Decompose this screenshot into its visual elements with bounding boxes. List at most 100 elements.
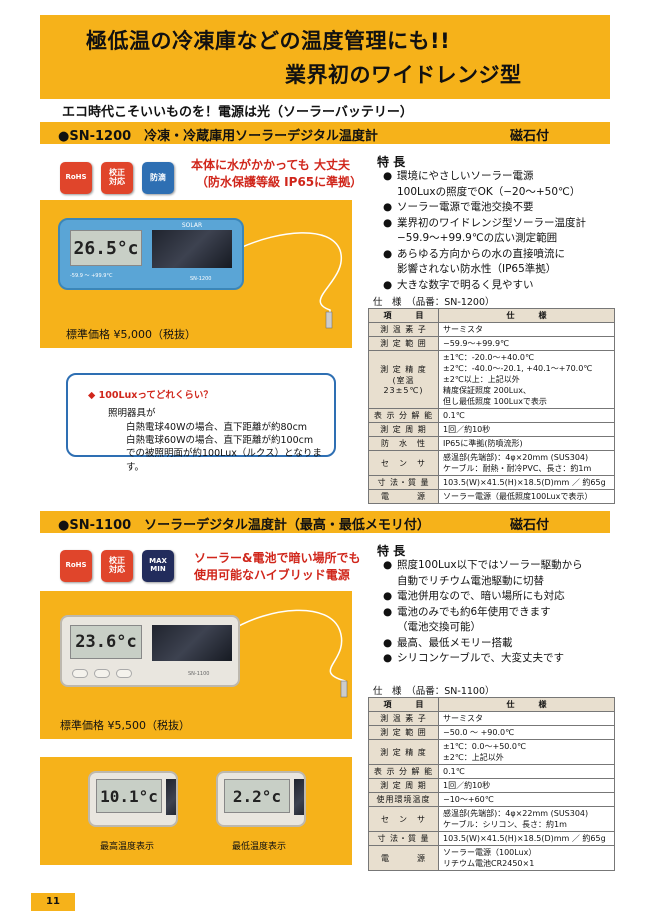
feature-item: ●最高、最低メモリー搭載 <box>383 636 513 649</box>
spec-row: セ ン サ感温部(先端部)：4φ×22mm (SUS304)ケーブル：シリコン、… <box>368 806 615 832</box>
spec-value: ソーラー電源（最低照度100Luxで表示） <box>438 489 615 504</box>
spec-value-line: 0.1℃ <box>443 767 465 776</box>
page-number: 11 <box>31 893 75 911</box>
calibration-badge: 校正 対応 <box>101 162 133 194</box>
hero-banner: 極低温の冷凍庫などの温度管理にも!! 業界初のワイドレンジ型 <box>40 15 610 99</box>
spec-value-line: ±2℃以上：上記以外 <box>443 375 520 384</box>
spec-value-line: IP65に準拠(防噴流形) <box>443 439 523 448</box>
spec-value: ±1℃：0.0〜+50.0℃±2℃：上記以外 <box>438 739 615 765</box>
product2-title-bar: ●SN-1100 ソーラーデジタル温度計（最高・最低メモリ付） 磁石付 <box>40 511 610 533</box>
spec-header-cell: 項 目 <box>368 697 439 712</box>
spec-row: 測 定 範 囲−59.9〜+99.9℃ <box>368 336 615 351</box>
spec-value: −59.9〜+99.9℃ <box>438 336 615 351</box>
spec-label: 測 定 周 期 <box>368 422 439 437</box>
spec-label: 寸 法・質 量 <box>368 831 439 846</box>
max-button <box>72 669 88 678</box>
spec-value: 0.1℃ <box>438 408 615 423</box>
spec-value: IP65に準拠(防噴流形) <box>438 436 615 451</box>
max-display: 10.1°c <box>96 779 162 813</box>
hero-line-2: 業界初のワイドレンジ型 <box>285 63 522 87</box>
spec-label: 測 定 精 度 <box>368 739 439 765</box>
product1-title: ●SN-1200 冷凍・冷蔵庫用ソーラーデジタル温度計 <box>58 129 378 144</box>
spec-value: −50.0 〜 +90.0℃ <box>438 725 615 740</box>
solar-panel <box>152 230 232 268</box>
spec-label: 電 源 <box>368 489 439 504</box>
min-display: 2.2°c <box>224 779 290 813</box>
product2-features-heading: 特 長 <box>377 544 406 558</box>
spec-value: サーミスタ <box>438 322 615 337</box>
spec-value-line: 但し最低照度 100Luxで表示 <box>443 397 547 406</box>
spec-header-cell: 項 目 <box>368 308 439 323</box>
spec-value: 1回／約10秒 <box>438 422 615 437</box>
spec-row: 電 源ソーラー電源（最低照度100Luxで表示） <box>368 489 615 504</box>
product1-catch-1: 本体に水がかかっても 大丈夫 <box>191 158 350 172</box>
calibration-badge: 校正 対応 <box>101 550 133 582</box>
product2-image-box: 23.6°c SN-1100 標準価格 ¥5,500（税抜） <box>40 591 352 739</box>
product2-detail-box: 10.1°c 2.2°c 最高温度表示 最低温度表示 <box>40 757 352 865</box>
spec-header-cell: 仕 様 <box>438 308 615 323</box>
sn1100-device: 23.6°c SN-1100 <box>60 615 240 687</box>
spec-value: 1回／約10秒 <box>438 778 615 793</box>
solar-panel <box>166 779 176 815</box>
product1-catch-2: （防水保護等級 IP65に準拠） <box>196 175 363 189</box>
product2-magnet: 磁石付 <box>510 518 550 533</box>
rohs-badge: RoHS <box>60 162 92 194</box>
lux-note-line: での被照明面が約100Lux（ルクス）となります。 <box>126 448 322 473</box>
spec-row: 測 温 素 子サーミスタ <box>368 711 615 726</box>
sn1100-display: 23.6°c <box>70 625 142 659</box>
spec-value: 103.5(W)×41.5(H)×18.5(D)mm ／ 約65g <box>438 831 615 846</box>
sn1100-model: SN-1100 <box>188 671 210 677</box>
spec-row: 測 定 精 度 (室温23±5℃)±1℃：-20.0〜+40.0℃±2℃：-40… <box>368 350 615 409</box>
product2-spec-table: 項 目仕 様測 温 素 子サーミスタ測 定 範 囲 −50.0 〜 +90.0℃ 測… <box>368 697 615 871</box>
spec-value-line: ケーブル：耐熱・耐冷PVC、長さ：約1m <box>443 464 592 473</box>
feature-item: ●業界初のワイドレンジ型ソーラー温度計−59.9〜+99.9℃の広い測定範囲 <box>383 216 586 245</box>
sn1200-device: 26.5°c SOLAR -59.9 〜 +99.9°C SN-1200 <box>58 218 244 290</box>
spec-row: 測 定 精 度±1℃：0.0〜+50.0℃±2℃：上記以外 <box>368 739 615 765</box>
lux-note-title: ◆ 100Luxってどれくらい？ <box>88 390 213 401</box>
product2-title: ●SN-1100 ソーラーデジタル温度計（最高・最低メモリ付） <box>58 518 430 533</box>
spec-label: 測 定 精 度 (室温23±5℃) <box>368 350 439 409</box>
product1-features-heading: 特 長 <box>377 155 406 169</box>
spec-value: ソーラー電源（100Lux）リチウム電池CR2450×1 <box>438 845 615 871</box>
spec-value-line: −50.0 〜 +90.0℃ <box>443 728 515 737</box>
product1-spec-title: 仕 様 （品番：SN-1200） <box>373 297 495 308</box>
max-min-badge: MAX MIN <box>142 550 174 582</box>
spec-value-line: ±2℃：上記以外 <box>443 753 504 762</box>
lux-note-line: 白熱電球40Wの場合、直下距離が約80cm <box>126 422 308 433</box>
spec-header-cell: 仕 様 <box>438 697 615 712</box>
lux-note-line: 白熱電球60Wの場合、直下距離が約100cm <box>126 435 314 446</box>
spec-value-line: ±1℃：-20.0〜+40.0℃ <box>443 353 534 362</box>
tagline: エコ時代こそいいものを！電源は光（ソーラーバッテリー） <box>62 105 413 120</box>
spec-value: 103.5(W)×41.5(H)×18.5(D)mm ／ 約65g <box>438 475 615 490</box>
spec-value-line: リチウム電池CR2450×1 <box>443 859 535 868</box>
rohs-badge: RoHS <box>60 550 92 582</box>
sn1200-brand: SOLAR <box>181 222 203 229</box>
sn1200-display: 26.5°c <box>70 230 142 266</box>
product1-magnet: 磁石付 <box>510 129 550 144</box>
feature-item: ●照度100Lux以下ではソーラー駆動から自動でリチウム電池駆動に切替 <box>383 559 583 587</box>
product1-title-bar: ●SN-1200 冷凍・冷蔵庫用ソーラーデジタル温度計 磁石付 <box>40 122 610 144</box>
spec-row: 使用環境温度−10〜+60℃ <box>368 792 615 807</box>
spec-label: セ ン サ <box>368 450 439 476</box>
spec-label: 使用環境温度 <box>368 792 439 807</box>
spec-label: 測 定 範 囲 <box>368 336 439 351</box>
product2-features: ●照度100Lux以下ではソーラー駆動から自動でリチウム電池駆動に切替 ●電池併… <box>383 558 613 667</box>
spec-row: 電 源ソーラー電源（100Lux）リチウム電池CR2450×1 <box>368 845 615 871</box>
spec-value-line: 103.5(W)×41.5(H)×18.5(D)mm ／ 約65g <box>443 478 606 487</box>
spec-label: 電 源 <box>368 845 439 871</box>
spec-label: 測 定 範 囲 <box>368 725 439 740</box>
spec-value-line: 感温部(先端部)：4φ×22mm (SUS304) <box>443 809 589 818</box>
feature-item: ●大きな数字で明るく見やすい <box>383 278 534 291</box>
feature-item: ●電池併用なので、暗い場所にも対応 <box>383 590 565 602</box>
spec-label: セ ン サ <box>368 806 439 832</box>
spec-value-line: 0.1℃ <box>443 411 465 420</box>
spec-value-line: 感温部(先端部)：4φ×20mm (SUS304) <box>443 453 589 462</box>
spec-label: 測 定 周 期 <box>368 778 439 793</box>
spec-value: −10〜+60℃ <box>438 792 615 807</box>
